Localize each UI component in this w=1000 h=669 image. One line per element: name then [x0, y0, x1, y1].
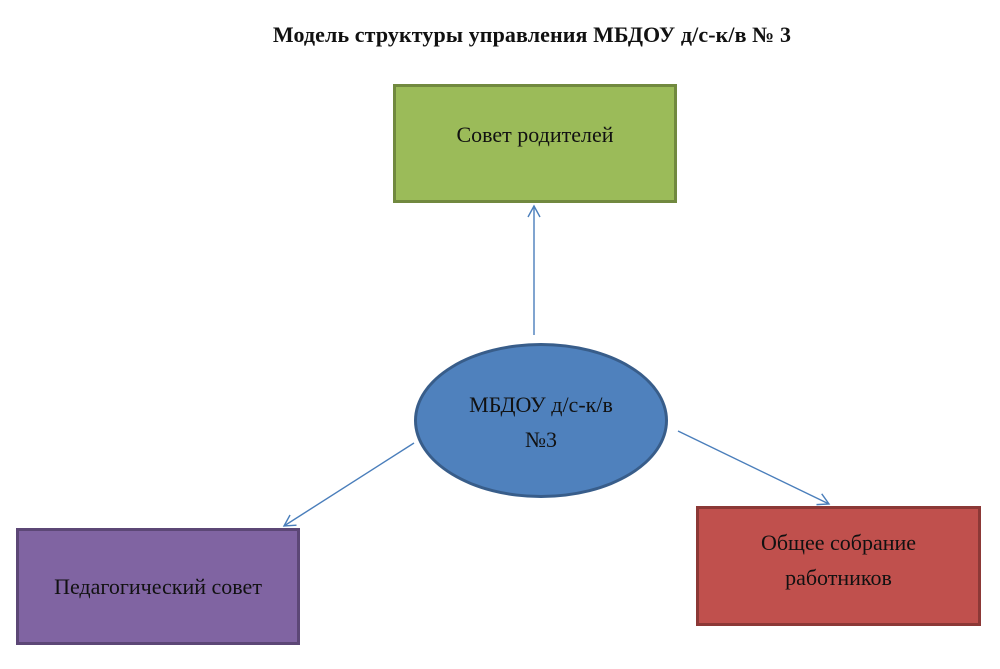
node-parents-council-label: Совет родителей [456, 122, 614, 147]
node-parents-council: Совет родителей [393, 84, 677, 203]
diagram-title: Модель структуры управления МБДОУ д/с-к/… [272, 22, 792, 47]
node-pedagogical-council-label: Педагогический совет [54, 573, 262, 599]
node-general-meeting-label: Общее собрание работников [760, 530, 917, 591]
node-general-meeting: Общее собрание работников [696, 506, 981, 626]
arrow-to-pedagogical-council [282, 442, 415, 527]
node-center-institution: МБДОУ д/с-к/в №3 [414, 343, 668, 498]
node-pedagogical-council: Педагогический совет [16, 528, 300, 645]
arrow-to-general-meeting [677, 430, 831, 506]
node-center-label: МБДОУ д/с-к/в №3 [469, 392, 613, 452]
